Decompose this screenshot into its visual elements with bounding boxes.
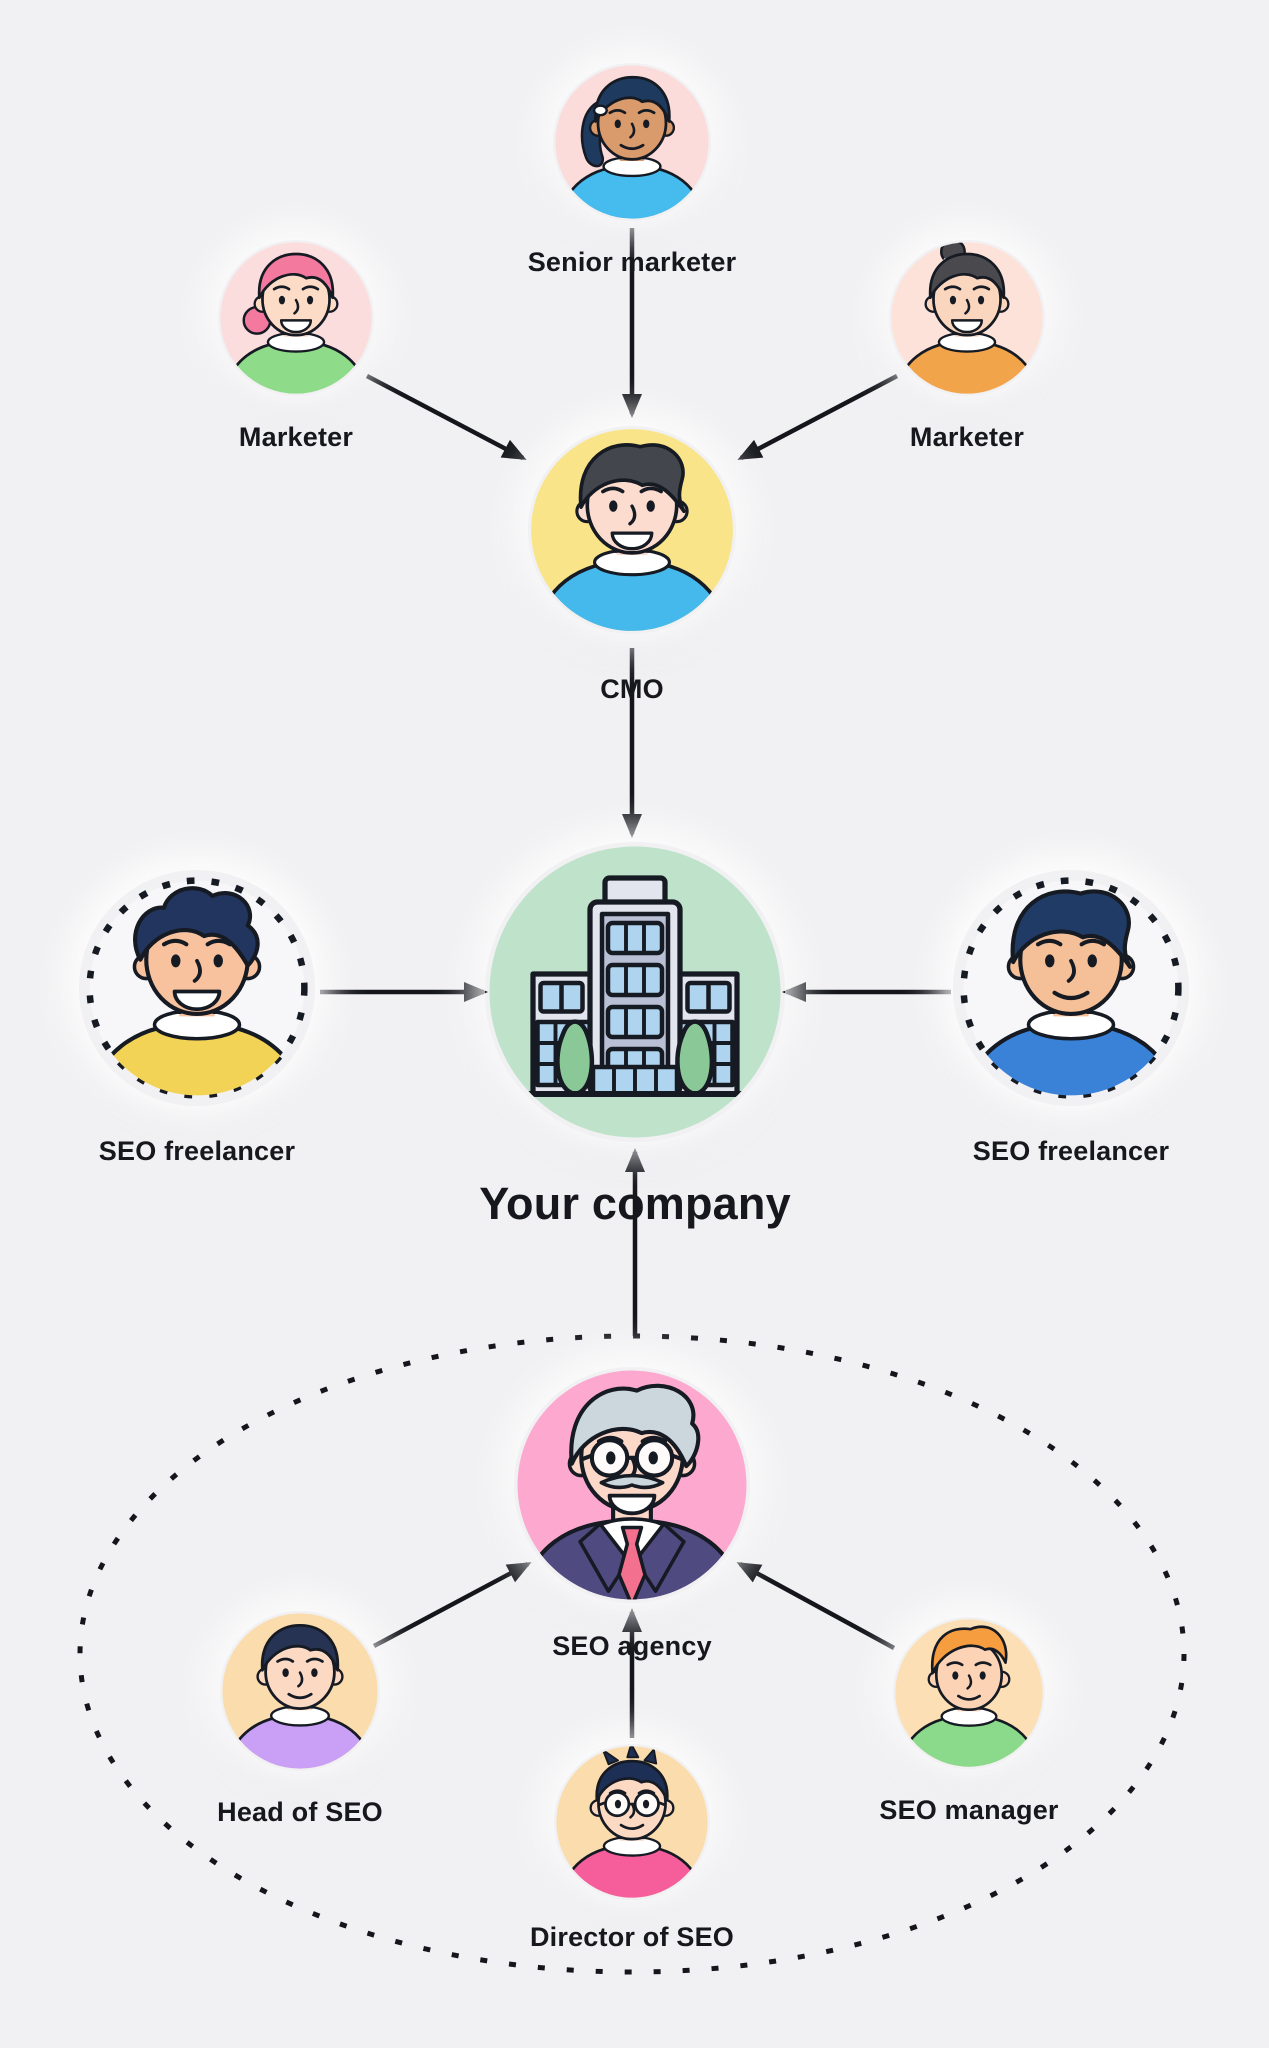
seo-freelancer-left-label: SEO freelancer [98,1136,296,1166]
seo-agency-label: SEO agency [552,1631,712,1661]
node-seo-manager: SEO manager [879,1617,1058,1825]
edge-marketer-right-to-cmo [737,374,899,460]
node-senior-marketer: Senior marketer [528,63,736,277]
senior-marketer-avatar [553,63,711,221]
seo-manager-avatar [893,1617,1045,1769]
director-of-seo-label: Director of SEO [529,1922,735,1952]
edge-marketer-left-to-cmo [365,374,527,460]
director-of-seo-avatar [554,1744,710,1900]
edge-head-of-seo-to-agency [372,1562,532,1648]
node-head-of-seo: Head of SEO [217,1611,383,1827]
node-marketer-right: Marketer [889,240,1045,452]
node-cmo: CMO [528,426,736,704]
seo-freelancer-left-avatar [79,870,315,1106]
node-your-company: Your company [479,842,791,1229]
your-company-label: Your company [479,1178,791,1229]
head-of-seo-label: Head of SEO [217,1797,383,1827]
node-director-of-seo: Director of SEO [530,1744,734,1952]
seo-manager-label: SEO manager [879,1795,1059,1825]
seo-agency-avatar [514,1367,750,1603]
marketer-left-label: Marketer [238,422,354,452]
head-of-seo-avatar [220,1611,380,1771]
cmo-avatar [528,426,736,634]
node-marketer-left: Marketer [218,240,374,452]
edge-seo-manager-to-agency [736,1562,896,1650]
node-seo-freelancer-left: SEO freelancer [79,870,315,1166]
marketer-right-avatar [889,240,1045,396]
node-seo-agency: SEO agency [514,1367,750,1661]
cmo-label: CMO [600,674,664,704]
marketer-right-label: Marketer [909,422,1025,452]
seo-freelancer-right-label: SEO freelancer [972,1136,1170,1166]
senior-marketer-label: Senior marketer [527,247,737,277]
marketer-left-avatar [218,240,374,396]
agency-group-ellipse [77,1333,1187,1975]
company-building-icon [485,842,785,1142]
node-seo-freelancer-right: SEO freelancer [953,870,1189,1166]
seo-freelancer-right-avatar [953,870,1189,1106]
